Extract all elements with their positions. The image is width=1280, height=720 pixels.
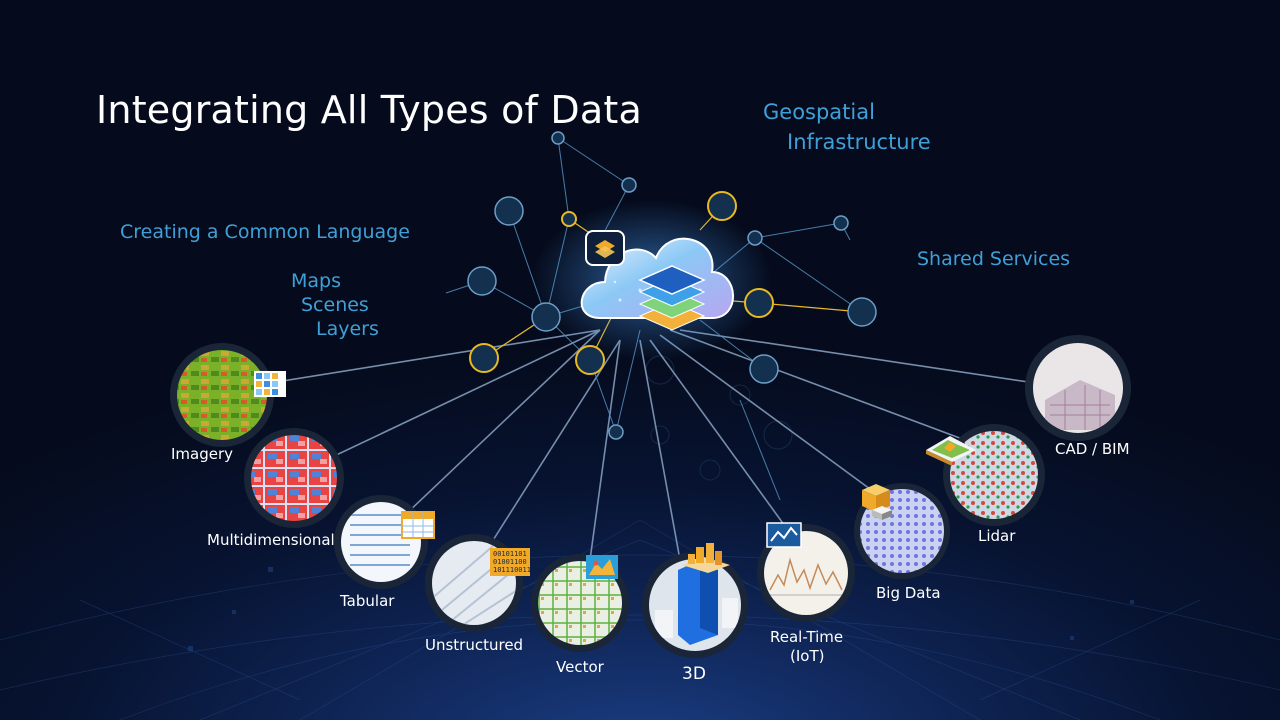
- realtime-iot-icon: [757, 523, 855, 622]
- label-tabular: Tabular: [340, 592, 394, 610]
- label-cad-bim: CAD / BIM: [1055, 440, 1130, 458]
- label-realtime: Real-Time: [770, 628, 843, 646]
- callout-geospatial: Geospatial: [763, 100, 875, 124]
- big-data-icon: [854, 483, 950, 580]
- label-vector: Vector: [556, 658, 604, 676]
- callout-infrastructure: Infrastructure: [787, 130, 931, 154]
- unstructured-icon: 00101101 01001100 101110011: [425, 534, 531, 635]
- cad-bim-icon: [1025, 335, 1131, 441]
- label-imagery: Imagery: [171, 445, 233, 463]
- 3d-icon: [642, 543, 748, 658]
- portal-badge-icon: [586, 231, 624, 265]
- label-lidar: Lidar: [978, 527, 1015, 545]
- callout-layers: Layers: [316, 318, 379, 340]
- tabular-icon: [334, 495, 434, 589]
- callout-common-language: Creating a Common Language: [120, 221, 410, 243]
- label-big-data: Big Data: [876, 584, 941, 602]
- binary-line-2: 01001100: [493, 558, 527, 566]
- callout-maps: Maps: [291, 270, 341, 292]
- callout-scenes: Scenes: [301, 294, 369, 316]
- label-3d: 3D: [682, 664, 706, 684]
- multidimensional-icon: [244, 428, 345, 528]
- imagery-icon: [170, 343, 286, 447]
- binary-line-3: 101110011: [493, 566, 531, 574]
- slide-title: Integrating All Types of Data: [96, 88, 642, 132]
- vector-icon: [530, 554, 630, 655]
- binary-line-1: 00101101: [493, 550, 527, 558]
- label-unstructured: Unstructured: [425, 636, 523, 654]
- callout-shared-services: Shared Services: [917, 248, 1070, 270]
- label-iot: (IoT): [790, 647, 824, 665]
- label-multidimensional: Multidimensional: [207, 531, 335, 549]
